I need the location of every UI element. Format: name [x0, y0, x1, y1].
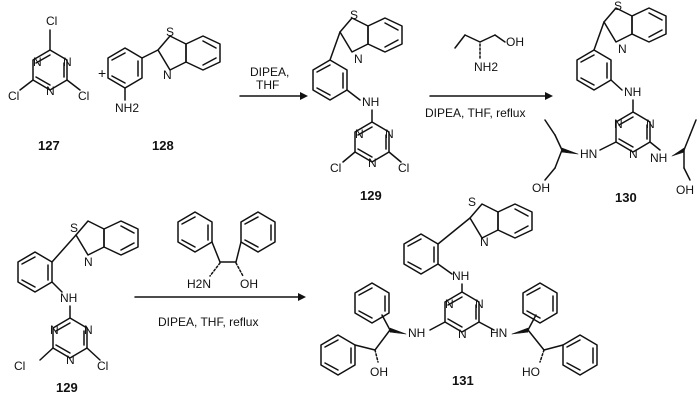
- n-label: N: [475, 297, 484, 311]
- nh-label: NH: [408, 326, 425, 340]
- cl-label: Cl: [14, 359, 25, 373]
- step1-reagent-line2: THF: [256, 78, 279, 92]
- compound-number-130: 130: [615, 190, 637, 205]
- structure-130: S N NH N N N HN OH NH OH: [532, 0, 697, 197]
- arrowhead: [298, 293, 306, 301]
- s-label: S: [70, 221, 78, 235]
- n-label: N: [629, 147, 638, 161]
- nh-label: NH: [60, 291, 77, 305]
- n-label: N: [385, 127, 394, 141]
- n-label: N: [84, 323, 93, 337]
- oh-label: OH: [370, 365, 388, 379]
- n-label: N: [63, 55, 72, 69]
- arrowhead: [300, 92, 308, 100]
- n-label: N: [614, 117, 623, 131]
- step3-conditions: DIPEA, THF, reflux: [158, 315, 258, 329]
- oh-label: OH: [532, 181, 550, 195]
- s-label: S: [614, 0, 622, 13]
- n-label: N: [46, 84, 55, 98]
- oh-label: OH: [506, 35, 524, 49]
- n-label: N: [354, 52, 363, 66]
- aminobutanol-reagent: OH NH2: [454, 34, 524, 74]
- nh-label: NH: [624, 85, 641, 99]
- n-label: N: [66, 353, 75, 367]
- n-label: N: [480, 235, 489, 249]
- s-label: S: [166, 25, 174, 39]
- n-label: N: [84, 255, 93, 269]
- n-label: N: [445, 297, 454, 311]
- compound-number-131: 131: [452, 373, 474, 388]
- nh-label: NH: [452, 269, 469, 283]
- structure-131: S N NH N N N NH O: [320, 195, 598, 379]
- structure-129-bottom: S N NH N N N Cl Cl: [14, 220, 139, 373]
- amino-alcohol-reagent: H2N OH: [177, 211, 276, 291]
- n-label: N: [50, 323, 59, 337]
- n-label: N: [368, 156, 377, 170]
- cl-label: Cl: [78, 89, 89, 103]
- structure-127: Cl Cl Cl N N N: [8, 14, 89, 103]
- structure-129-top: S N NH N N N Cl Cl: [312, 8, 409, 175]
- plus-sign: +: [98, 65, 106, 81]
- compound-number-127: 127: [38, 138, 60, 153]
- ho-label: HO: [522, 365, 540, 379]
- cl-label: Cl: [97, 359, 108, 373]
- nh2-label: NH2: [115, 101, 139, 115]
- arrowhead: [545, 92, 553, 100]
- n-label: N: [458, 327, 467, 341]
- step1-reagent-line1: DIPEA,: [250, 65, 289, 79]
- cl-label: Cl: [330, 161, 341, 175]
- nh2-label: NH2: [474, 60, 498, 74]
- s-label: S: [468, 195, 476, 209]
- n-label: N: [646, 117, 655, 131]
- step2-conditions: DIPEA, THF, reflux: [425, 106, 525, 120]
- cl-label: Cl: [398, 161, 409, 175]
- compound-number-129-top: 129: [360, 188, 382, 203]
- hn-label: HN: [490, 326, 507, 340]
- s-label: S: [350, 8, 358, 22]
- nh-label: NH: [650, 151, 667, 165]
- h2n-label: H2N: [187, 277, 211, 291]
- cl-label: Cl: [8, 89, 19, 103]
- oh-label: OH: [240, 277, 258, 291]
- compound-number-128: 128: [152, 138, 174, 153]
- nh-label: NH: [362, 95, 379, 109]
- n-label: N: [355, 127, 364, 141]
- compound-number-129-bottom: 129: [56, 380, 78, 395]
- hn-label: HN: [580, 147, 597, 161]
- n-label: N: [618, 42, 627, 56]
- structure-128: NH2 S N: [107, 25, 221, 115]
- cl-label: Cl: [46, 14, 57, 28]
- n-label: N: [33, 55, 42, 69]
- oh-label: OH: [676, 183, 694, 197]
- n-label: N: [163, 68, 172, 82]
